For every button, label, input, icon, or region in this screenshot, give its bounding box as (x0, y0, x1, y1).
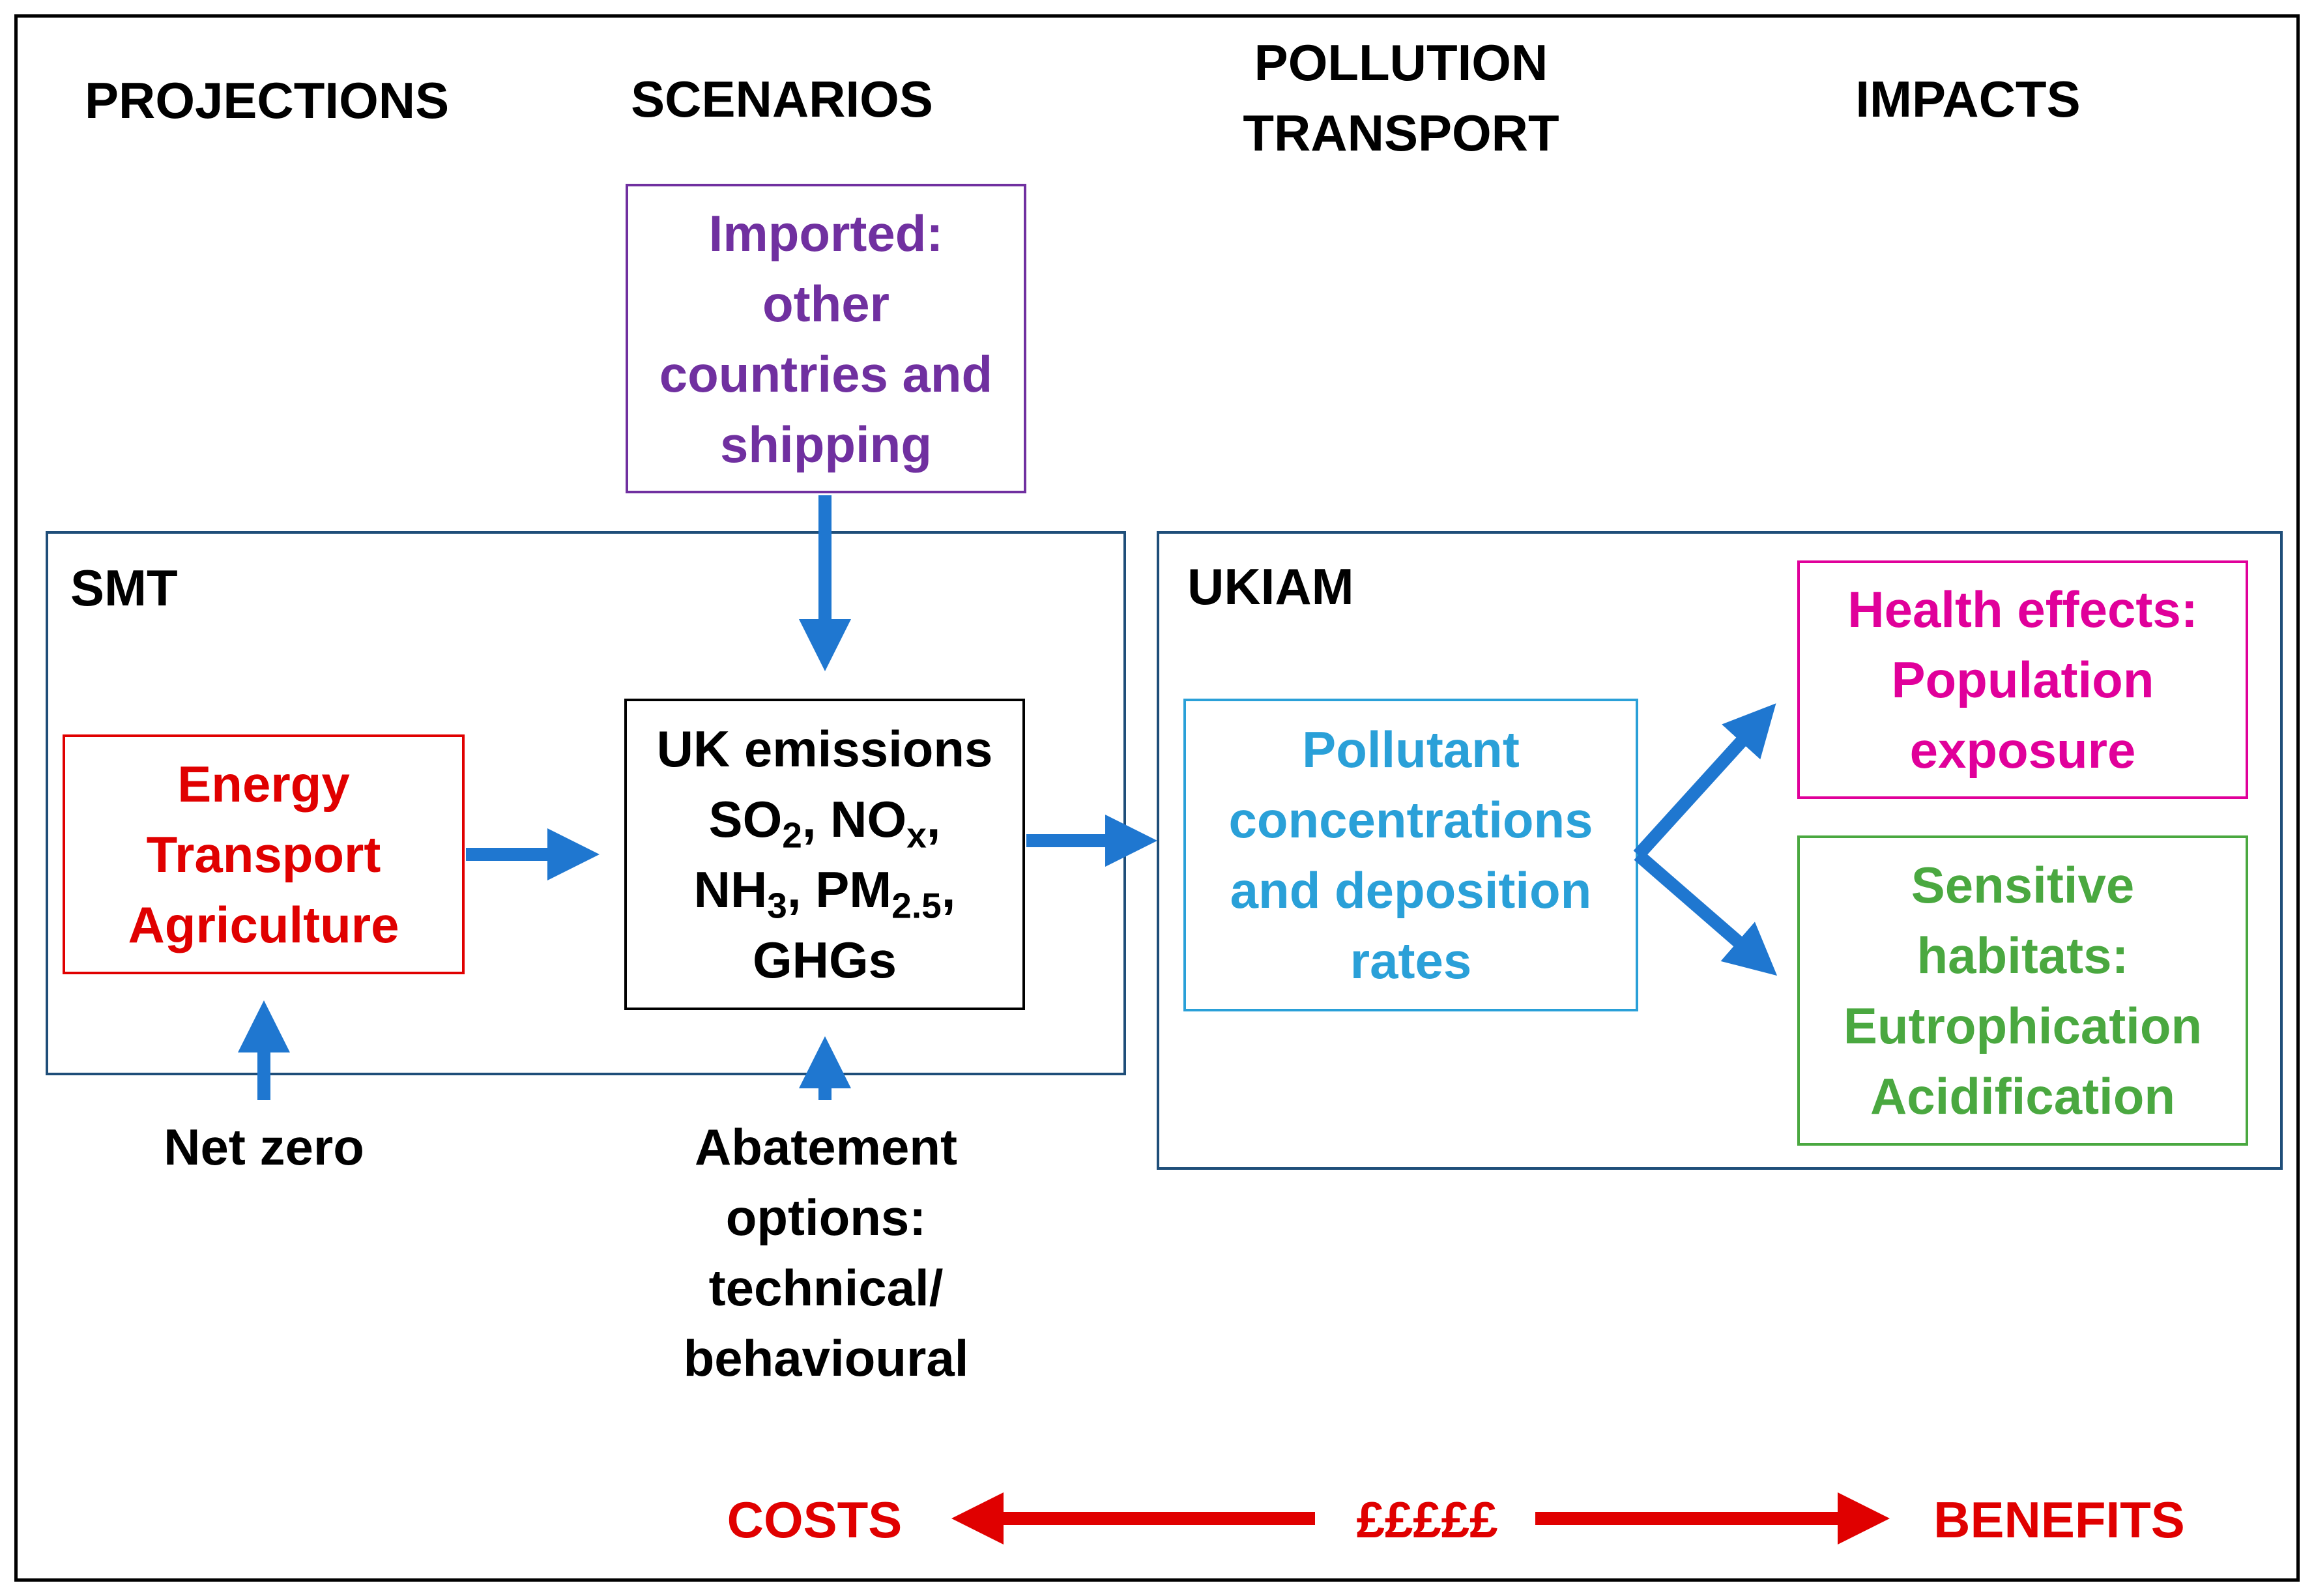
pollutant-box: Pollutant concentrations and deposition … (1183, 699, 1638, 1011)
header-impacts: IMPACTS (1855, 70, 2081, 128)
sectors-line3: Agriculture (128, 896, 399, 953)
pounds-label: £££££ (1356, 1491, 1498, 1548)
habitats-line1: Sensitive (1911, 856, 2135, 914)
habitats-line2: habitats: (1916, 927, 2129, 984)
comma-2: , (941, 861, 956, 918)
imported-line4: shipping (720, 415, 932, 473)
imported-line3: countries and (659, 345, 993, 403)
no-subscript: x (906, 815, 927, 856)
pm-text: , PM (787, 861, 892, 918)
so-subscript: 2 (782, 815, 802, 856)
sectors-line2: Transport (146, 826, 381, 883)
costs-label: COSTS (727, 1491, 903, 1548)
pollutant-line3: and deposition (1230, 862, 1592, 919)
abatement-line2: options: (725, 1189, 927, 1246)
uk-emissions-line1: UK emissions (656, 720, 993, 777)
sensitive-habitats-box: Sensitive habitats: Eutrophication Acidi… (1797, 835, 2248, 1146)
sectors-box: Energy Transport Agriculture (63, 734, 465, 974)
imported-line2: other (762, 274, 889, 332)
imported-box: Imported: other countries and shipping (626, 184, 1026, 493)
so-text: SO (708, 791, 783, 848)
health-effects-box: Health effects: Population exposure (1797, 560, 2248, 799)
smt-label: SMT (70, 559, 178, 617)
pollutant-line4: rates (1350, 932, 1472, 989)
arrow-pollutant-to-health (1633, 703, 1776, 860)
abatement-line4: behavioural (683, 1329, 969, 1387)
abatement-label: Abatement options: technical/ behavioura… (626, 1112, 1026, 1393)
abatement-line1: Abatement (694, 1118, 958, 1176)
sectors-line1: Energy (177, 755, 350, 813)
ukiam-container (1157, 531, 2283, 1170)
header-pollution-transport-line2: TRANSPORT (1243, 104, 1559, 162)
health-line3: exposure (1909, 721, 2136, 779)
ukiam-label: UKIAM (1187, 558, 1354, 615)
comma-1: , (926, 791, 941, 848)
health-line1: Health effects: (1847, 581, 2198, 638)
uk-emissions-line3: NH3, PM2.5, (694, 854, 956, 925)
diagram-frame (14, 14, 2300, 1582)
header-scenarios: SCENARIOS (631, 70, 933, 128)
header-pollution-transport: POLLUTION TRANSPORT (1225, 27, 1577, 168)
nh-text: NH (693, 861, 768, 918)
abatement-line3: technical/ (708, 1259, 944, 1316)
net-zero-label: Net zero (164, 1118, 364, 1176)
pollutant-line2: concentrations (1228, 791, 1593, 849)
habitats-line3: Eutrophication (1843, 997, 2203, 1054)
header-projections: PROJECTIONS (85, 72, 450, 129)
health-line2: Population (1891, 651, 2154, 708)
habitats-line4: Acidification (1870, 1067, 2176, 1125)
header-pollution-transport-line1: POLLUTION (1254, 34, 1548, 91)
uk-emissions-box: UK emissions SO2, NOx, NH3, PM2.5, GHGs (624, 699, 1025, 1010)
uk-emissions-line4: GHGs (752, 931, 897, 989)
arrow-pollutant-to-habitats (1634, 850, 1778, 976)
smt-container (46, 531, 1126, 1075)
uk-emissions-line2: SO2, NOx, (709, 784, 941, 854)
pm-subscript: 2.5 (891, 885, 942, 926)
imported-line1: Imported: (708, 204, 944, 262)
benefits-label: BENEFITS (1933, 1491, 2185, 1548)
no-text: , NO (802, 791, 907, 848)
pollutant-line1: Pollutant (1302, 721, 1520, 778)
nh-subscript: 3 (767, 885, 787, 926)
